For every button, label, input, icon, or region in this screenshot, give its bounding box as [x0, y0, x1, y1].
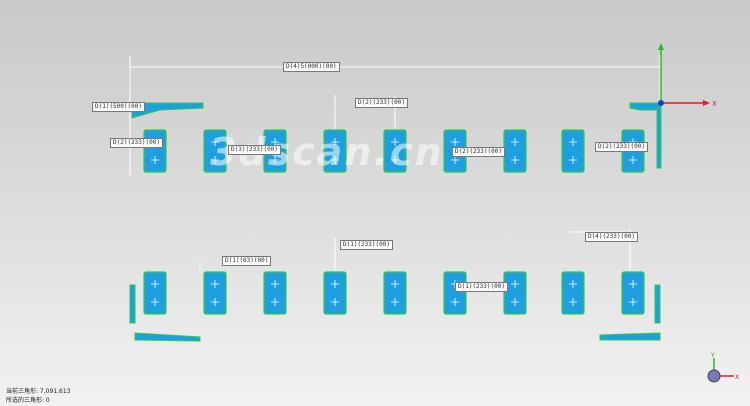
scan-part-bottom-9[interactable] — [621, 271, 645, 315]
axis-y-arrow — [658, 43, 664, 50]
dim-label-4: D(2)(233)(00) — [355, 98, 408, 108]
part-crosshair-bottom-3-2 — [271, 298, 279, 306]
part-crosshair-bottom-7-2 — [511, 298, 519, 306]
part-crosshair-bottom-8-1 — [569, 280, 577, 288]
scan-part-bottom-2[interactable] — [203, 271, 227, 315]
part-crosshair-top-6-2 — [451, 156, 459, 164]
part-crosshair-bottom-9-1 — [629, 280, 637, 288]
part-crosshair-top-7-1 — [511, 138, 519, 146]
dim-label-7: D(1)(63)(00) — [222, 256, 272, 266]
part-crosshair-top-5-1 — [391, 138, 399, 146]
part-crosshair-bottom-2-2 — [211, 298, 219, 306]
part-crosshair-top-3-2 — [271, 156, 279, 164]
part-crosshair-top-8-1 — [569, 138, 577, 146]
dim-label-2: D(2)(233)(00) — [110, 138, 163, 148]
scan-part-top-1[interactable] — [143, 129, 167, 173]
part-crosshair-top-6-1 — [451, 138, 459, 146]
part-crosshair-top-2-1 — [211, 138, 219, 146]
part-crosshair-bottom-4-2 — [331, 298, 339, 306]
part-crosshair-top-7-2 — [511, 156, 519, 164]
scan-part-top-2[interactable] — [203, 129, 227, 173]
axis-triad: X — [658, 43, 717, 108]
dim-label-3: D(3)(233)(00) — [228, 145, 281, 155]
part-crosshair-top-4-2 — [331, 156, 339, 164]
gizmo-y-label: Y — [710, 352, 715, 359]
part-crosshair-bottom-8-2 — [569, 298, 577, 306]
axis-x-arrow — [703, 100, 710, 106]
ref-bar-bottom-right — [599, 332, 661, 341]
part-crosshair-top-2-2 — [211, 156, 219, 164]
part-crosshair-bottom-4-1 — [331, 280, 339, 288]
dim-label-overall: D(4)5(000)(00) — [283, 62, 340, 72]
orientation-gizmo[interactable]: Y X — [707, 352, 739, 383]
dim-label-9: D(1)(233)(00) — [455, 282, 508, 292]
part-crosshair-bottom-1-1 — [151, 280, 159, 288]
ref-bar-left-vertical — [129, 284, 136, 324]
part-crosshair-top-3-1 — [271, 138, 279, 146]
dim-label-1: D(1)(500)(00) — [92, 102, 145, 112]
dim-label-6: D(2)(233)(00) — [595, 142, 648, 152]
scan-part-bottom-7[interactable] — [503, 271, 527, 315]
part-crosshair-bottom-9-2 — [629, 298, 637, 306]
scan-part-bottom-5[interactable] — [383, 271, 407, 315]
part-crosshair-bottom-5-1 — [391, 280, 399, 288]
ref-bar-top-left — [131, 102, 204, 119]
scan-part-top-5[interactable] — [383, 129, 407, 173]
scan-part-bottom-3[interactable] — [263, 271, 287, 315]
status-selected-triangles: 所选的三角形: 0 — [6, 397, 50, 404]
part-crosshair-top-8-2 — [569, 156, 577, 164]
axis-origin — [658, 100, 664, 106]
dim-label-8: D(1)(233)(00) — [340, 240, 393, 250]
scan-part-bottom-1[interactable] — [143, 271, 167, 315]
dim-label-5: D(2)(233)(00) — [452, 147, 505, 157]
part-crosshair-bottom-3-1 — [271, 280, 279, 288]
status-triangle-count: 当前三角形: 7,091,613 — [6, 388, 71, 395]
part-crosshair-bottom-6-2 — [451, 298, 459, 306]
scan-part-top-7[interactable] — [503, 129, 527, 173]
scan-part-top-4[interactable] — [323, 129, 347, 173]
scan-part-bottom-6[interactable] — [443, 271, 467, 315]
axis-x-label: X — [712, 100, 717, 108]
part-crosshair-bottom-2-1 — [211, 280, 219, 288]
ref-bar-top-right — [629, 102, 662, 111]
scan-part-bottom-8[interactable] — [561, 271, 585, 315]
gizmo-x-label: X — [735, 374, 739, 381]
scan-part-bottom-4[interactable] — [323, 271, 347, 315]
dim-label-10: D(4)(233)(00) — [585, 232, 638, 242]
gizmo-center — [707, 369, 721, 383]
ref-bar-right-top-vertical — [656, 107, 662, 169]
ref-bar-bottom-left — [134, 332, 201, 342]
part-crosshair-bottom-7-1 — [511, 280, 519, 288]
part-crosshair-top-4-1 — [331, 138, 339, 146]
scan-part-top-8[interactable] — [561, 129, 585, 173]
part-crosshair-bottom-5-2 — [391, 298, 399, 306]
part-crosshair-top-5-2 — [391, 156, 399, 164]
ref-bar-right-vertical — [654, 284, 661, 324]
part-crosshair-top-1-2 — [151, 156, 159, 164]
part-crosshair-top-9-2 — [629, 156, 637, 164]
part-crosshair-bottom-1-2 — [151, 298, 159, 306]
